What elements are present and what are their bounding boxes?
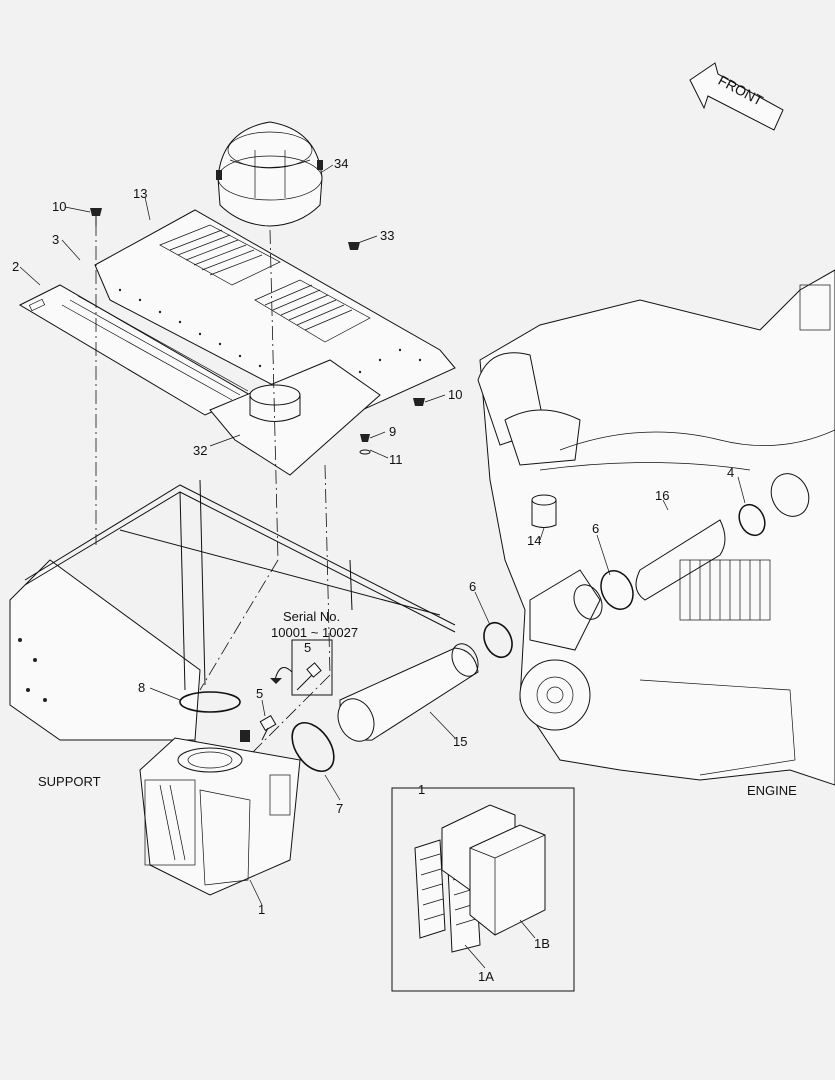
callout-1: 1 xyxy=(258,902,265,917)
serial-title: Serial No. xyxy=(283,609,340,624)
callout-11: 11 xyxy=(389,452,403,467)
clamp-7 xyxy=(291,722,335,772)
front-arrow: FRONT xyxy=(689,62,784,131)
engine-block xyxy=(477,269,835,786)
callout-2: 2 xyxy=(12,259,19,274)
callout-14: 14 xyxy=(527,533,541,548)
clamp-8 xyxy=(179,691,241,713)
precleaner-cap xyxy=(216,121,323,227)
callouts: 34 33 13 10 3 2 10 9 11 32 8 5 5 7 1 15 … xyxy=(12,156,734,984)
callout-10-right: 10 xyxy=(448,387,462,402)
clamp-6-lower xyxy=(483,621,513,659)
callout-9: 9 xyxy=(389,424,396,439)
callout-16: 16 xyxy=(655,488,669,503)
callout-5: 5 xyxy=(256,686,263,701)
callout-4: 4 xyxy=(727,465,734,480)
filter-elements-box xyxy=(391,787,575,992)
intake-hose xyxy=(337,643,479,742)
serial-range: 10001 ~ 10027 xyxy=(271,625,358,640)
hardware xyxy=(90,208,425,455)
callout-32: 32 xyxy=(193,443,207,458)
callout-1a: 1A xyxy=(478,969,494,984)
callout-15: 15 xyxy=(453,734,467,749)
hood-cover-plate xyxy=(94,209,456,421)
labels: SUPPORT ENGINE Serial No. 10001 ~ 10027 xyxy=(38,609,797,798)
restriction-sensor xyxy=(259,714,277,741)
callout-6-lower: 6 xyxy=(469,579,476,594)
callout-10-top: 10 xyxy=(52,199,66,214)
callout-5-box: 5 xyxy=(304,640,311,655)
air-cleaner-housing xyxy=(139,730,301,896)
callout-8: 8 xyxy=(138,680,145,695)
callout-13: 13 xyxy=(133,186,147,201)
duct-base-plate xyxy=(209,359,381,476)
callout-7: 7 xyxy=(336,801,343,816)
callout-3: 3 xyxy=(52,232,59,247)
support-frame xyxy=(9,479,456,741)
engine-label: ENGINE xyxy=(747,783,797,798)
callout-34: 34 xyxy=(334,156,348,171)
serial-box xyxy=(270,639,333,696)
callout-1b: 1B xyxy=(534,936,550,951)
callout-1-box: 1 xyxy=(418,782,425,797)
callout-33: 33 xyxy=(380,228,394,243)
callout-6-upper: 6 xyxy=(592,521,599,536)
support-label: SUPPORT xyxy=(38,774,101,789)
